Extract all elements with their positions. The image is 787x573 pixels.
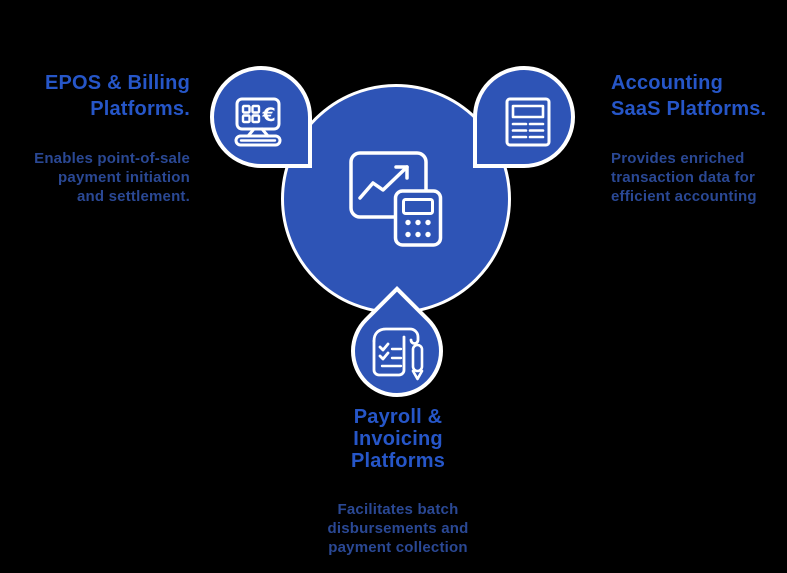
chart-calculator-icon — [349, 151, 443, 247]
svg-text:€: € — [262, 104, 276, 126]
epos-billing-description: Enables point-of-sale payment initiation… — [34, 150, 190, 205]
label-accounting-saas: Accounting SaaS Platforms. Provides enri… — [611, 52, 786, 224]
accounting-ledger-icon — [505, 97, 551, 147]
accounting-saas-title: Accounting SaaS Platforms. — [611, 72, 767, 120]
epos-billing-title: EPOS & Billing Platforms. — [44, 72, 190, 120]
label-payroll-invoicing: Payroll & Invoicing Platforms Facilitate… — [298, 388, 498, 573]
node-payroll-bubble — [331, 285, 463, 417]
node-accounting-bubble — [473, 66, 575, 168]
payroll-checklist-icon — [368, 325, 426, 381]
payroll-invoicing-title: Payroll & Invoicing Platforms — [350, 406, 446, 472]
center-hub-circle — [281, 84, 511, 314]
pos-terminal-icon: € — [233, 96, 283, 148]
label-epos-billing: EPOS & Billing Platforms. Enables point-… — [8, 52, 190, 224]
node-epos-bubble: € — [210, 66, 312, 168]
payroll-invoicing-description: Facilitates batch disbursements and paym… — [327, 501, 469, 556]
accounting-saas-description: Provides enriched transaction data for e… — [611, 150, 757, 205]
